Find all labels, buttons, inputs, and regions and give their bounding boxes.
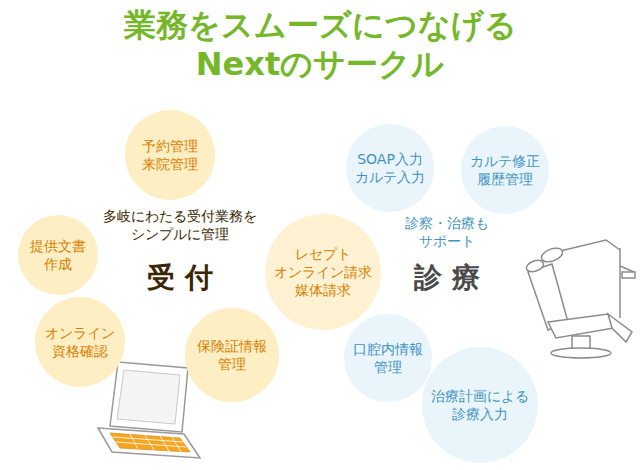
laptop-screen bbox=[117, 370, 180, 424]
feature-label: カルテ修正 履歴管理 bbox=[469, 152, 541, 188]
region-heading: 受付 bbox=[136, 260, 224, 296]
chair-seat bbox=[548, 314, 614, 338]
bubble-circle bbox=[461, 126, 549, 214]
bubble-circle bbox=[18, 215, 98, 295]
laptop-base bbox=[98, 428, 200, 458]
chair-legrest bbox=[608, 314, 632, 342]
feature-bubble: 保険証情報 管理 bbox=[185, 308, 279, 402]
chair-foot bbox=[551, 348, 611, 358]
chair-base bbox=[572, 336, 590, 350]
laptop-illustration bbox=[98, 362, 200, 458]
feature-bubble: カルテ修正 履歴管理 bbox=[461, 126, 549, 214]
lamp-arm bbox=[556, 240, 620, 252]
circle-shape bbox=[35, 297, 125, 387]
feature-bubble: オンライン 資格確認 bbox=[35, 297, 125, 387]
bubble-circle bbox=[422, 347, 538, 463]
feature-label: 保険証情報 管理 bbox=[196, 337, 268, 373]
shared-feature-bubble: レセプト オンライン請求 媒体請求 bbox=[265, 214, 381, 330]
circle-shape bbox=[346, 124, 434, 212]
text-holder: 多岐にわたる受付業務を シンプルに管理 bbox=[102, 207, 258, 243]
circle-shape bbox=[422, 347, 538, 463]
feature-label: オンライン 資格確認 bbox=[44, 324, 116, 360]
feature-bubble: SOAP入力 カルテ入力 bbox=[346, 124, 434, 212]
circle-shape bbox=[8, 103, 392, 470]
text-holder: 受付 bbox=[136, 260, 224, 296]
bubble-circle bbox=[344, 314, 432, 402]
laptop-keyboard bbox=[110, 433, 190, 452]
chair-back bbox=[528, 264, 568, 330]
tray-arm bbox=[620, 266, 634, 272]
feature-bubble: 口腔内情報 管理 bbox=[344, 314, 432, 402]
text-holder: 診察・治療も サポート bbox=[404, 214, 490, 250]
dental-chair-illustration bbox=[525, 240, 635, 358]
lamp-head bbox=[540, 246, 565, 265]
bubble-circle bbox=[35, 297, 125, 387]
circle-shape bbox=[125, 110, 215, 200]
region-description: 多岐にわたる受付業務を シンプルに管理 bbox=[102, 207, 258, 243]
feature-bubble: 予約管理 来院管理 bbox=[125, 110, 215, 200]
tray bbox=[622, 272, 635, 278]
feature-label: SOAP入力 カルテ入力 bbox=[354, 150, 426, 186]
feature-label: 提供文書 作成 bbox=[29, 237, 87, 273]
bubble-circle bbox=[346, 124, 434, 212]
region-description: 診察・治療も サポート bbox=[404, 214, 490, 250]
region-heading: 診療 bbox=[403, 260, 491, 296]
circle-shape bbox=[185, 308, 279, 402]
feature-label: 口腔内情報 管理 bbox=[352, 340, 424, 376]
feature-label: 治療計画による 診療入力 bbox=[430, 387, 530, 423]
circle-shape bbox=[255, 103, 639, 470]
keyboard-grid bbox=[113, 434, 186, 452]
circle-shape bbox=[18, 215, 98, 295]
bubble-circle bbox=[125, 110, 215, 200]
bubble-circle bbox=[185, 308, 279, 402]
circle-shape bbox=[461, 126, 549, 214]
laptop-lid bbox=[110, 362, 188, 432]
feature-bubble: 提供文書 作成 bbox=[18, 215, 98, 295]
text-holder: 診療 bbox=[403, 260, 491, 296]
feature-label: 予約管理 来院管理 bbox=[141, 137, 199, 173]
feature-bubble: 治療計画による 診療入力 bbox=[422, 347, 538, 463]
circle-shape bbox=[344, 314, 432, 402]
chair-pole bbox=[619, 248, 621, 318]
diagram-title: 業務をスムーズにつなげる Nextのサークル bbox=[123, 6, 518, 84]
feature-label: レセプト オンライン請求 媒体請求 bbox=[273, 245, 373, 300]
circle-shape bbox=[265, 214, 381, 330]
title-holder: 業務をスムーズにつなげる Nextのサークル bbox=[0, 6, 640, 84]
chair-headrest bbox=[525, 258, 545, 274]
